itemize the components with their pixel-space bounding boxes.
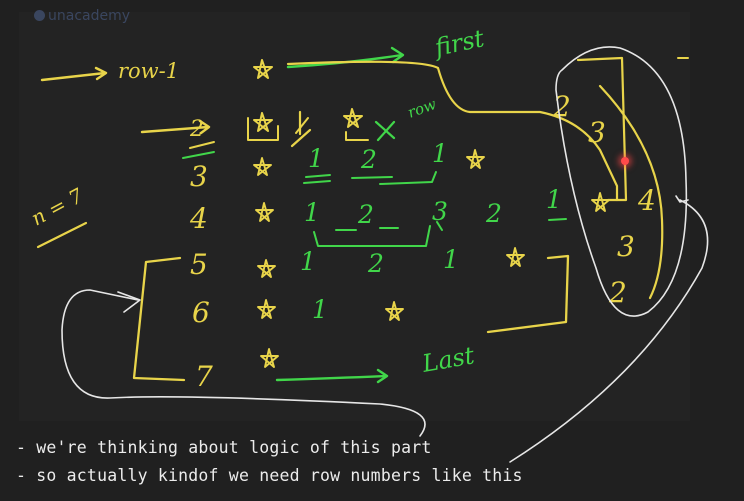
row2-one xyxy=(290,110,312,148)
side-num: 2 xyxy=(608,276,627,309)
yellow-slash xyxy=(295,117,309,134)
row5-num: 2 xyxy=(367,249,384,278)
star-icon xyxy=(257,299,276,319)
row-label-5: 5 xyxy=(190,248,208,281)
unacademy-logo-icon xyxy=(34,10,45,21)
row5-num: 1 xyxy=(443,245,459,274)
star-icon xyxy=(253,59,273,79)
top-route xyxy=(286,60,619,202)
drawing-canvas[interactable] xyxy=(19,12,690,421)
row3-num: 2 xyxy=(360,145,377,174)
arrow-head-icon xyxy=(117,291,141,313)
last-label: Last xyxy=(419,341,477,378)
row-minus-one-arrow xyxy=(40,66,108,82)
row-label-4: 4 xyxy=(189,202,208,235)
first-label: first xyxy=(430,24,486,62)
star-icon xyxy=(385,301,404,321)
last-arrow xyxy=(275,368,389,384)
star-icon xyxy=(591,192,610,212)
star-icon xyxy=(257,259,276,278)
arrow-head-icon xyxy=(675,195,689,203)
star-icon xyxy=(506,247,525,267)
green-underlines xyxy=(303,171,567,247)
side-num: 4 xyxy=(637,184,656,217)
star-icon xyxy=(253,157,272,176)
side-curve xyxy=(598,84,664,300)
row-label-6: 6 xyxy=(192,296,210,329)
row3-num: 1 xyxy=(308,144,324,173)
row4-num: 2 xyxy=(357,200,374,229)
pointer-curve xyxy=(509,199,709,463)
n-underline xyxy=(36,221,88,249)
row6-num: 1 xyxy=(312,295,328,324)
row4-num: 1 xyxy=(546,185,562,214)
row2-label: 2 xyxy=(189,117,204,142)
star-icon xyxy=(466,149,485,169)
note-line-2: - so actually kindof we need row numbers… xyxy=(16,466,523,485)
star-icon xyxy=(255,202,274,222)
row2-star-icon xyxy=(343,108,369,141)
side-num: 3 xyxy=(617,230,635,263)
n-equals-label: n = 7 xyxy=(27,183,87,230)
row2-star-box xyxy=(189,112,279,149)
left-bracket xyxy=(132,256,186,382)
side-num: 2 xyxy=(552,90,571,123)
loop-curve xyxy=(61,289,426,437)
laser-pointer xyxy=(621,157,629,165)
row-sub-label: row xyxy=(405,95,439,122)
row4-num: 2 xyxy=(485,199,502,228)
row-label-3: 3 xyxy=(190,160,208,193)
right-column-bracket xyxy=(576,56,628,202)
row-minus-one-label: row-1 xyxy=(118,59,179,83)
note-line-1: - we're thinking about logic of this par… xyxy=(16,438,432,457)
right-bracket xyxy=(486,254,570,334)
row-label-7: 7 xyxy=(195,360,213,393)
side-num: 3 xyxy=(588,116,606,149)
row2-cross xyxy=(374,120,396,142)
row5-num: 1 xyxy=(300,247,316,276)
row4-num: 1 xyxy=(304,198,320,227)
row2-arrow xyxy=(140,119,211,135)
star-column xyxy=(253,149,610,368)
row3-num: 1 xyxy=(432,139,448,168)
star-icon xyxy=(260,348,279,368)
highlight-ellipse xyxy=(555,46,688,317)
unacademy-watermark: unacademy xyxy=(34,8,130,24)
row3-strike xyxy=(182,151,215,159)
row4-num: 3 xyxy=(432,197,448,226)
